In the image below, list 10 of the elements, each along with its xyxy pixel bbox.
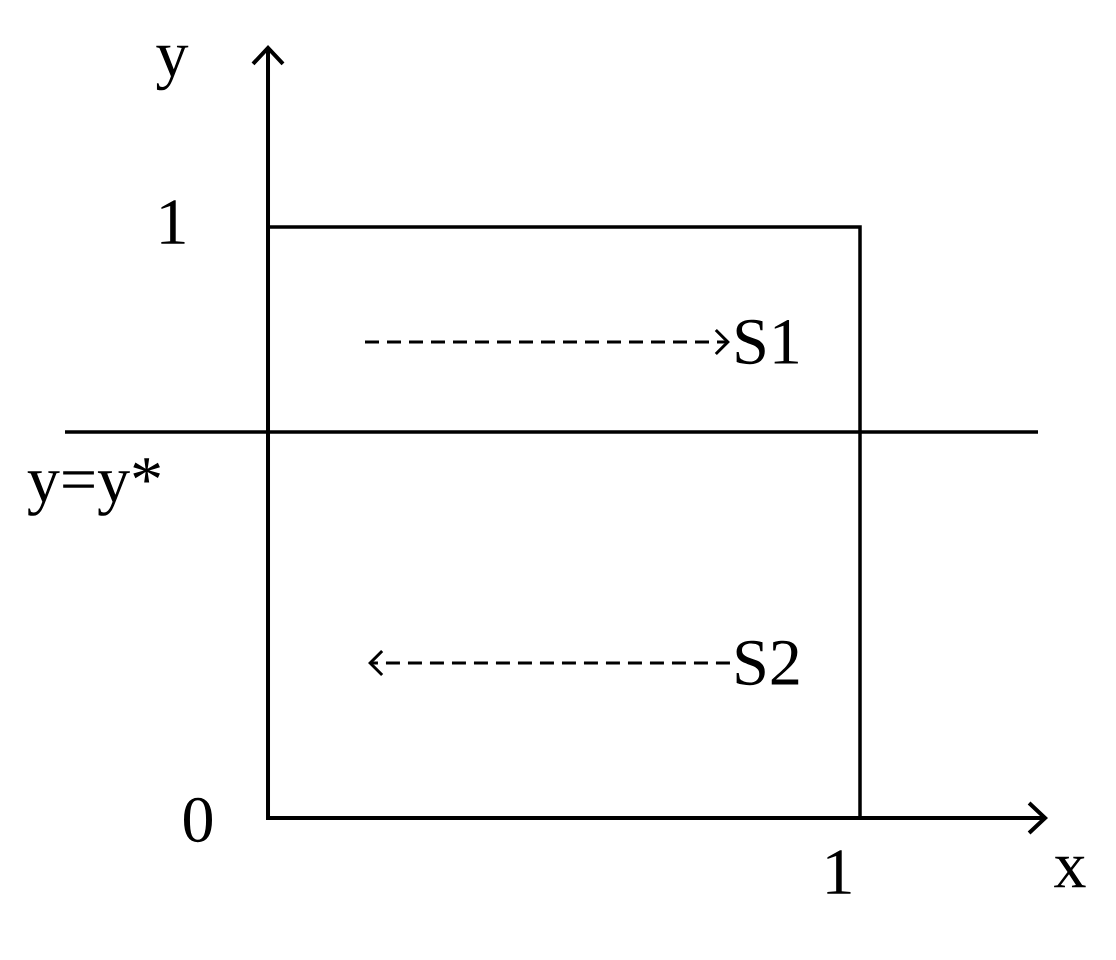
axis-label: 1 xyxy=(827,850,851,894)
dashed-arrow xyxy=(368,649,730,677)
region-label: S1 xyxy=(736,319,798,365)
axis-label: 1 xyxy=(161,200,185,244)
axis-label: x xyxy=(1054,856,1086,888)
region-label: S2 xyxy=(736,640,799,686)
axis-label: 0 xyxy=(184,797,212,843)
axis-label: y=y* xyxy=(27,458,160,516)
dashed-arrow xyxy=(365,328,730,356)
axis-label: y xyxy=(156,45,189,91)
